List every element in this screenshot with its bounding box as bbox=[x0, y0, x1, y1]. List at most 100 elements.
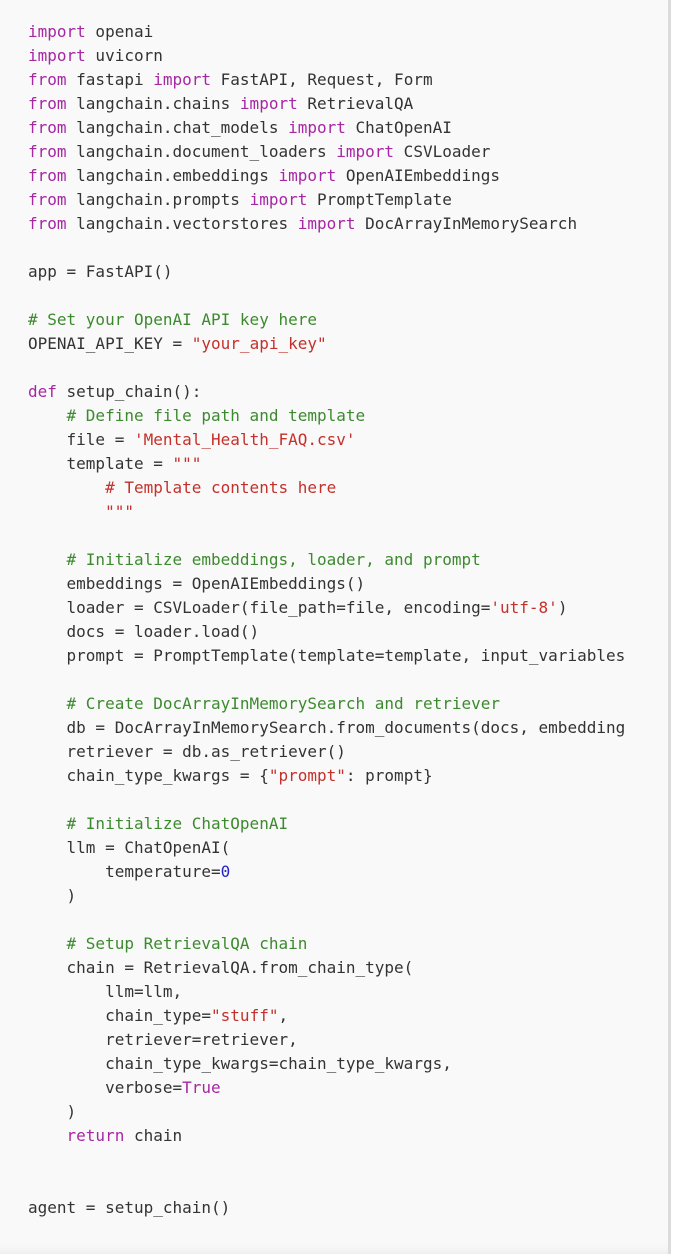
code-line bbox=[28, 788, 668, 812]
number-token: 0 bbox=[220, 862, 231, 881]
code-line bbox=[28, 524, 668, 548]
code-token: llm = ChatOpenAI( bbox=[28, 838, 231, 857]
keyword-token: import bbox=[297, 214, 356, 233]
code-token: , bbox=[278, 1006, 289, 1025]
code-token: prompt = PromptTemplate(template=templat… bbox=[28, 646, 626, 665]
keyword-token: from bbox=[28, 190, 67, 209]
keyword-token: from bbox=[28, 118, 67, 137]
code-token: temperature= bbox=[28, 862, 221, 881]
keyword-token: def bbox=[28, 382, 57, 401]
code-line: chain_type_kwargs=chain_type_kwargs, bbox=[28, 1052, 668, 1076]
code-line: # Initialize embeddings, loader, and pro… bbox=[28, 548, 668, 572]
code-token: retriever = db.as_retriever() bbox=[28, 742, 346, 761]
code-token: openai bbox=[85, 22, 154, 41]
code-line: retriever = db.as_retriever() bbox=[28, 740, 668, 764]
string-token: """ bbox=[28, 502, 134, 521]
code-line: temperature=0 bbox=[28, 860, 668, 884]
code-token: db = DocArrayInMemorySearch.from_documen… bbox=[28, 718, 626, 737]
keyword-token: from bbox=[28, 166, 67, 185]
string-token: "your_api_key" bbox=[191, 334, 327, 353]
code-line: file = 'Mental_Health_FAQ.csv' bbox=[28, 428, 668, 452]
string-token: 'utf-8' bbox=[490, 598, 558, 617]
code-token bbox=[28, 934, 67, 953]
code-token: app = FastAPI() bbox=[28, 262, 173, 281]
code-line: template = """ bbox=[28, 452, 668, 476]
keyword-token: from bbox=[28, 94, 67, 113]
string-token: "prompt" bbox=[268, 766, 346, 785]
code-line bbox=[28, 356, 668, 380]
code-token: CSVLoader bbox=[394, 142, 491, 161]
code-token: chain_type_kwargs=chain_type_kwargs, bbox=[28, 1054, 452, 1073]
code-token bbox=[28, 814, 67, 833]
code-token: langchain.prompts bbox=[66, 190, 250, 209]
code-token: OPENAI_API_KEY = bbox=[28, 334, 192, 353]
code-token bbox=[28, 694, 67, 713]
code-line: # Create DocArrayInMemorySearch and retr… bbox=[28, 692, 668, 716]
code-line: OPENAI_API_KEY = "your_api_key" bbox=[28, 332, 668, 356]
code-token: RetrievalQA bbox=[297, 94, 414, 113]
code-line bbox=[28, 668, 668, 692]
code-token: langchain.chains bbox=[66, 94, 240, 113]
code-line: llm = ChatOpenAI( bbox=[28, 836, 668, 860]
code-line: # Initialize ChatOpenAI bbox=[28, 812, 668, 836]
code-line: # Define file path and template bbox=[28, 404, 668, 428]
code-token: docs = loader.load() bbox=[28, 622, 260, 641]
code-token: ) bbox=[28, 886, 77, 905]
code-line bbox=[28, 1148, 668, 1172]
code-line bbox=[28, 1172, 668, 1196]
comment-token: # Set your OpenAI API key here bbox=[28, 310, 317, 329]
code-token: template = bbox=[28, 454, 173, 473]
code-line: docs = loader.load() bbox=[28, 620, 668, 644]
code-line: def setup_chain(): bbox=[28, 380, 668, 404]
code-token: ChatOpenAI bbox=[345, 118, 452, 137]
comment-token: # Initialize ChatOpenAI bbox=[66, 814, 289, 833]
keyword-token: from bbox=[28, 70, 67, 89]
comment-token: # Define file path and template bbox=[66, 406, 366, 425]
code-token: DocArrayInMemorySearch bbox=[355, 214, 578, 233]
code-line: # Setup RetrievalQA chain bbox=[28, 932, 668, 956]
code-line: loader = CSVLoader(file_path=file, encod… bbox=[28, 596, 668, 620]
code-token: OpenAIEmbeddings bbox=[336, 166, 501, 185]
code-token: uvicorn bbox=[85, 46, 163, 65]
keyword-token: import bbox=[249, 190, 308, 209]
code-token bbox=[28, 406, 67, 425]
keyword-token: from bbox=[28, 142, 67, 161]
code-token: langchain.embeddings bbox=[66, 166, 279, 185]
code-line: db = DocArrayInMemorySearch.from_documen… bbox=[28, 716, 668, 740]
code-line: from langchain.vectorstores import DocAr… bbox=[28, 212, 668, 236]
code-line: chain_type_kwargs = {"prompt": prompt} bbox=[28, 764, 668, 788]
code-token: agent = setup_chain() bbox=[28, 1198, 231, 1217]
code-token bbox=[28, 1126, 67, 1145]
code-line bbox=[28, 284, 668, 308]
code-line: from langchain.chains import RetrievalQA bbox=[28, 92, 668, 116]
code-token: langchain.vectorstores bbox=[66, 214, 298, 233]
code-line: from langchain.prompts import PromptTemp… bbox=[28, 188, 668, 212]
code-line: # Set your OpenAI API key here bbox=[28, 308, 668, 332]
code-line bbox=[28, 908, 668, 932]
string-token: # Template contents here bbox=[28, 478, 337, 497]
code-token: ) bbox=[557, 598, 568, 617]
code-line: from langchain.document_loaders import C… bbox=[28, 140, 668, 164]
code-line: from fastapi import FastAPI, Request, Fo… bbox=[28, 68, 668, 92]
keyword-token: import bbox=[239, 94, 298, 113]
comment-token: # Create DocArrayInMemorySearch and retr… bbox=[66, 694, 501, 713]
keyword-token: True bbox=[182, 1078, 221, 1097]
code-line: app = FastAPI() bbox=[28, 260, 668, 284]
code-line: verbose=True bbox=[28, 1076, 668, 1100]
code-line: chain = RetrievalQA.from_chain_type( bbox=[28, 956, 668, 980]
code-line bbox=[28, 236, 668, 260]
keyword-token: import bbox=[28, 22, 86, 41]
keyword-token: import bbox=[153, 70, 212, 89]
code-token: fastapi bbox=[66, 70, 154, 89]
code-token: PromptTemplate bbox=[307, 190, 452, 209]
code-line: chain_type="stuff", bbox=[28, 1004, 668, 1028]
code-token bbox=[28, 550, 67, 569]
code-token: langchain.document_loaders bbox=[66, 142, 337, 161]
code-token: FastAPI, Request, Form bbox=[211, 70, 433, 89]
code-line: retriever=retriever, bbox=[28, 1028, 668, 1052]
code-line: from langchain.embeddings import OpenAIE… bbox=[28, 164, 668, 188]
code-token: llm=llm, bbox=[28, 982, 183, 1001]
code-token: loader = CSVLoader(file_path=file, encod… bbox=[28, 598, 491, 617]
code-line: llm=llm, bbox=[28, 980, 668, 1004]
